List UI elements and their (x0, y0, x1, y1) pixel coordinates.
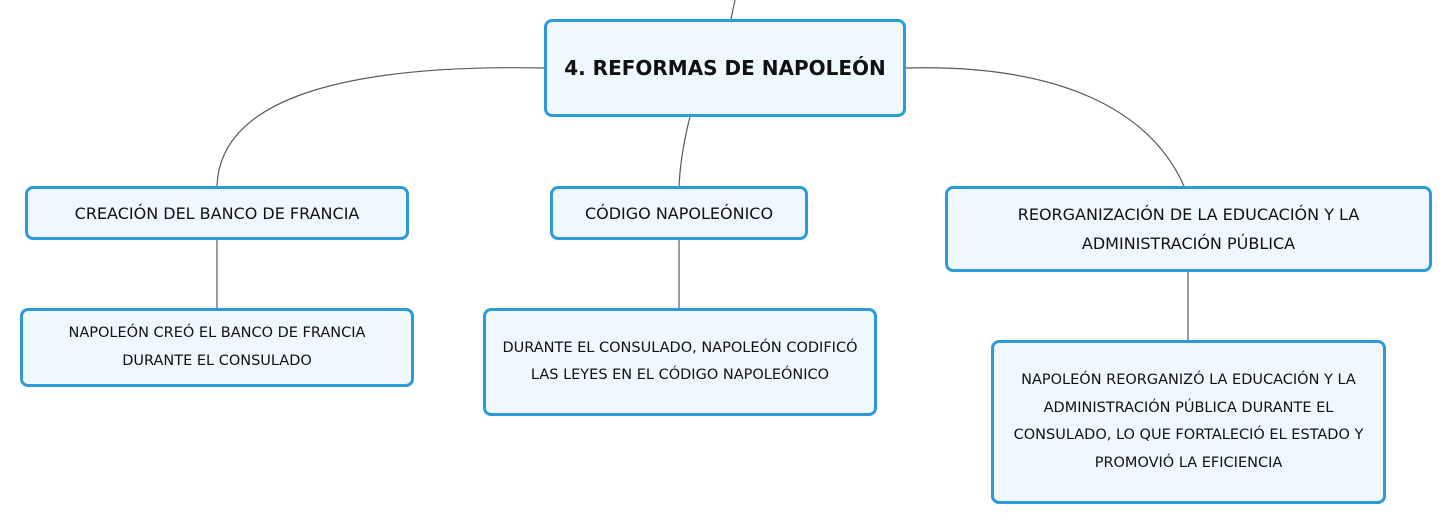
detail-node-banco-de-francia[interactable]: NAPOLEÓN CREÓ EL BANCO DE FRANCIA DURANT… (20, 308, 414, 387)
connector-root-to-topic-2 (678, 116, 691, 187)
detail-node-text: DURANTE EL CONSULADO, NAPOLEÓN CODIFICÓ … (502, 339, 858, 384)
detail-node-text: NAPOLEÓN CREÓ EL BANCO DE FRANCIA DURANT… (68, 325, 366, 369)
connector-root-to-topic-3 (905, 67, 1185, 187)
connector-parent-to-root (730, 0, 736, 20)
topic-node-banco-de-francia[interactable]: CREACIÓN DEL BANCO DE FRANCIA (25, 186, 409, 240)
connector-root-to-topic-1 (216, 67, 545, 187)
detail-node-codigo-napoleonico[interactable]: DURANTE EL CONSULADO, NAPOLEÓN CODIFICÓ … (483, 308, 877, 416)
topic-node-label: CÓDIGO NAPOLEÓNICO (584, 203, 774, 223)
topic-node-reorganizacion[interactable]: REORGANIZACIÓN DE LA EDUCACIÓN Y LA ADMI… (945, 186, 1432, 272)
root-node-label: 4. REFORMAS DE NAPOLEÓN (564, 56, 886, 80)
detail-node-text: NAPOLEÓN REORGANIZÓ LA EDUCACIÓN Y LA AD… (1013, 372, 1364, 471)
root-node[interactable]: 4. REFORMAS DE NAPOLEÓN (544, 19, 906, 117)
topic-node-label: REORGANIZACIÓN DE LA EDUCACIÓN Y LA ADMI… (1017, 205, 1360, 253)
topic-node-label: CREACIÓN DEL BANCO DE FRANCIA (74, 203, 360, 223)
detail-node-reorganizacion[interactable]: NAPOLEÓN REORGANIZÓ LA EDUCACIÓN Y LA AD… (991, 340, 1386, 504)
topic-node-codigo-napoleonico[interactable]: CÓDIGO NAPOLEÓNICO (550, 186, 808, 240)
